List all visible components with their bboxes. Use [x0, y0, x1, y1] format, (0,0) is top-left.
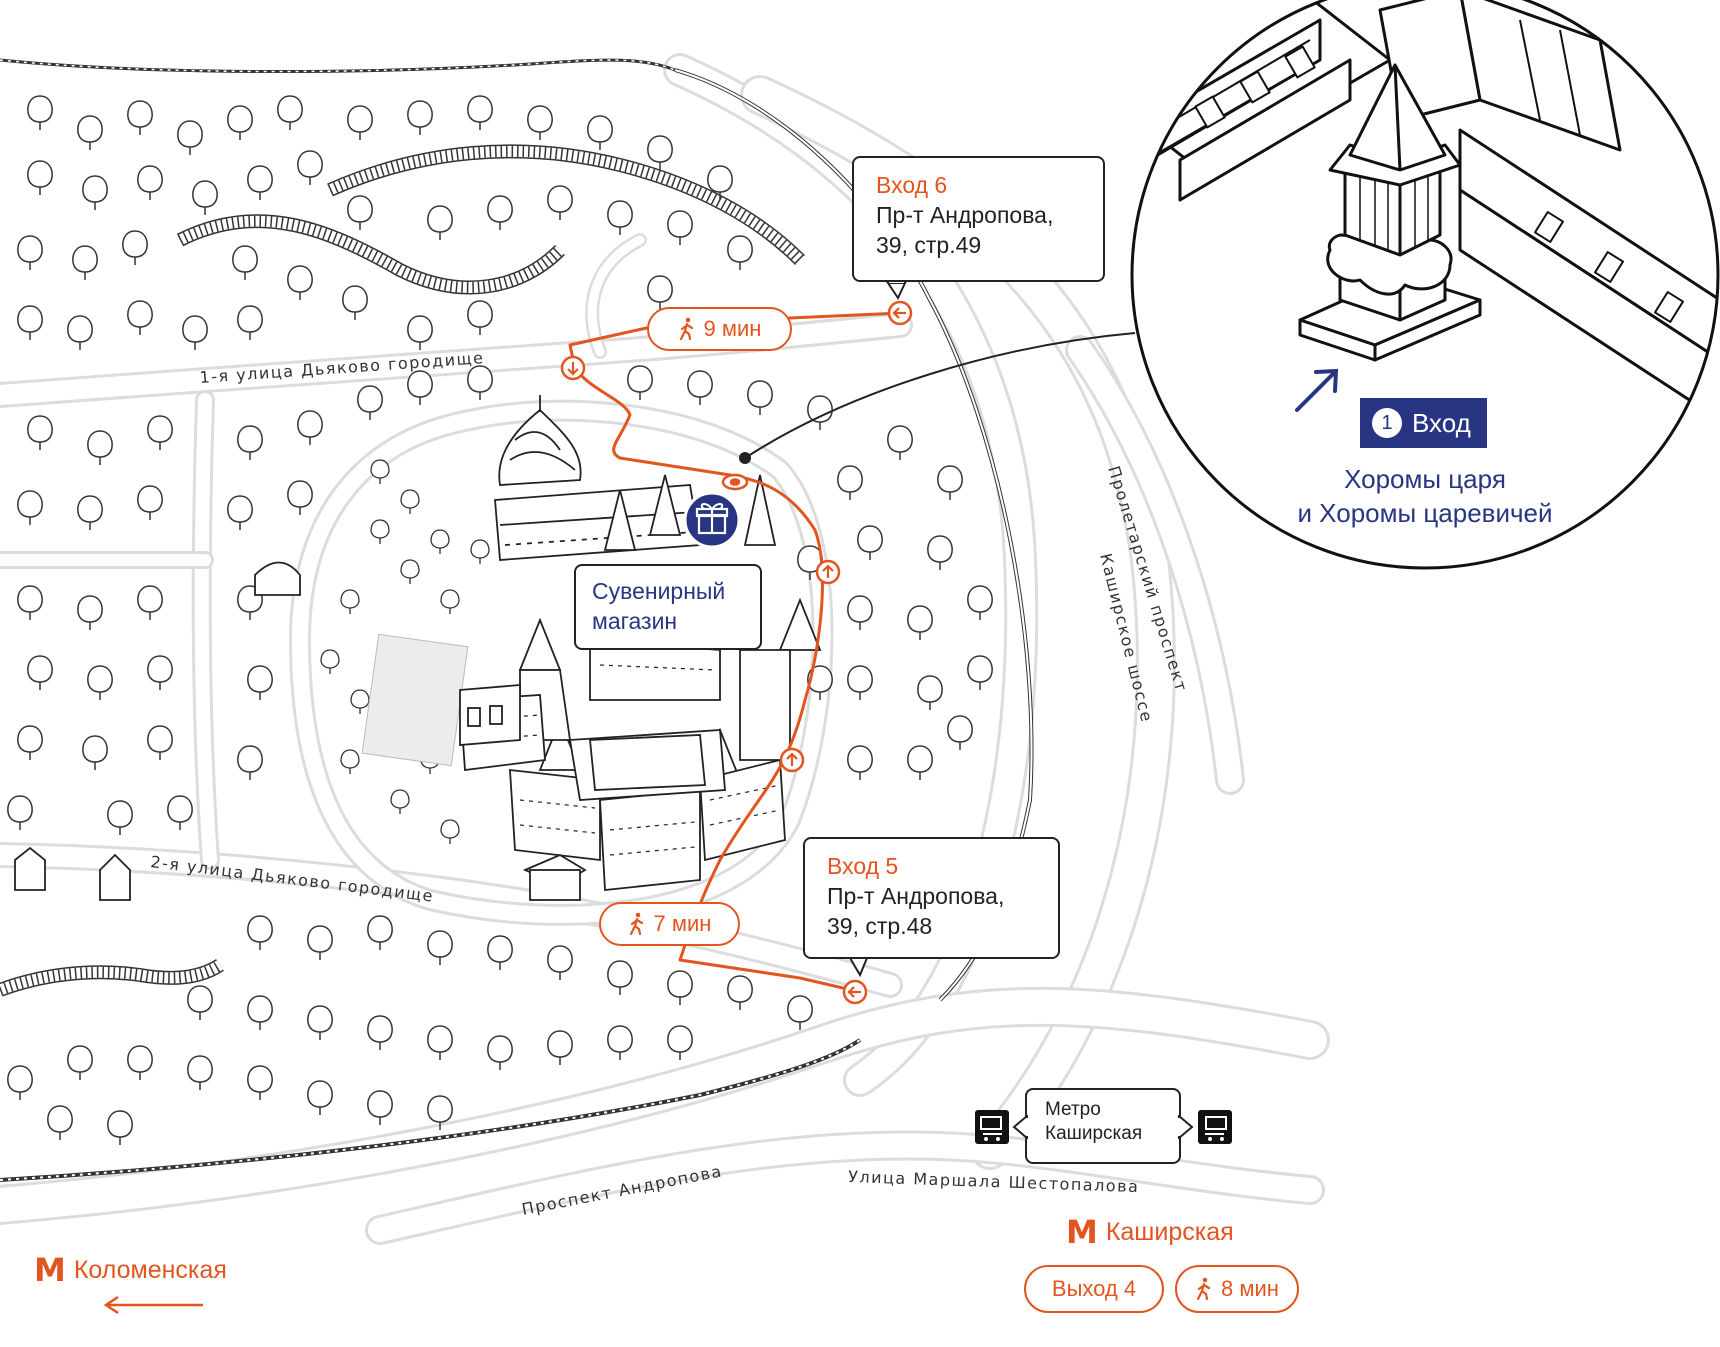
- entrance-6-title: Вход 6: [876, 172, 948, 198]
- entrance-6-callout[interactable]: Вход 6 Пр-т Андропова, 39, стр.49: [852, 156, 1105, 282]
- entrance-6-address-line2: 39, стр.49: [876, 232, 982, 258]
- ravine: [0, 144, 805, 997]
- metro-kashirskaya-label[interactable]: M Каширская: [1066, 1216, 1234, 1248]
- entrance-5-address-line1: Пр-т Андропова,: [827, 883, 1005, 909]
- souvenir-shop-label-line1: Сувенирный: [592, 578, 726, 604]
- entry-label: Вход: [1412, 407, 1471, 438]
- entrance-5-title: Вход 5: [827, 853, 899, 879]
- walk-icon: [679, 317, 693, 341]
- bus-icon: [1198, 1110, 1232, 1144]
- metro-exit-text: Выход 4: [1051, 1276, 1137, 1301]
- walk-time-entrance-6-text: 9 мин: [703, 316, 762, 341]
- entrance-5-callout[interactable]: Вход 5 Пр-т Андропова, 39, стр.48: [803, 837, 1060, 959]
- inset-zoom: [1130, 0, 1720, 570]
- entry-number: 1: [1372, 408, 1402, 438]
- plaza: [361, 633, 469, 767]
- metro-kolomenskaya-text: Коломенская: [73, 1255, 227, 1284]
- metro-stop-line2: Каширская: [1045, 1123, 1143, 1144]
- metro-kolomenskaya-label[interactable]: M Коломенская: [34, 1254, 227, 1286]
- entrance-5-address-line2: 39, стр.48: [827, 913, 933, 939]
- inset-pointer: [744, 332, 1136, 459]
- walk-icon: [629, 912, 643, 936]
- route-markers: [560, 300, 913, 1005]
- inset-entry-badge: 1 Вход: [1360, 398, 1487, 448]
- walk-time-metro: 8 мин: [1175, 1265, 1299, 1313]
- walk-time-metro-text: 8 мин: [1221, 1276, 1279, 1301]
- metro-icon: M: [1066, 1213, 1098, 1251]
- gift-icon[interactable]: [683, 491, 741, 549]
- bus-icon: [975, 1110, 1009, 1144]
- walk-time-entrance-5: 7 мин: [599, 902, 740, 946]
- walk-time-entrance-6: 9 мин: [647, 307, 792, 351]
- arrow-up-right-icon: [1295, 368, 1339, 412]
- inset-caption-line2: и Хоромы царевичей: [1297, 498, 1553, 528]
- palace-complex: [14, 395, 822, 901]
- souvenir-shop-label-line2: магазин: [592, 608, 678, 634]
- inset-caption: Хоромы царя и Хоромы царевичей: [1260, 462, 1590, 530]
- walking-route: [568, 311, 902, 994]
- walk-icon: [1196, 1277, 1211, 1301]
- metro-icon: M: [34, 1251, 66, 1289]
- metro-box-tail-left: [1012, 1115, 1028, 1139]
- metro-exit-badge: Выход 4: [1024, 1265, 1164, 1313]
- metro-stop-line1: Метро: [1045, 1099, 1101, 1120]
- walk-time-entrance-5-text: 7 мин: [653, 911, 712, 936]
- metro-kashirskaya-text: Каширская: [1105, 1217, 1234, 1246]
- metro-box-tail-right: [1178, 1115, 1194, 1139]
- souvenir-shop-callout[interactable]: Сувенирный магазин: [574, 564, 762, 650]
- arrow-left-icon: [103, 1295, 203, 1315]
- inset-caption-line1: Хоромы царя: [1344, 464, 1506, 494]
- metro-kashirskaya-stop[interactable]: Метро Каширская: [1025, 1088, 1181, 1164]
- entrance-6-address-line1: Пр-т Андропова,: [876, 202, 1054, 228]
